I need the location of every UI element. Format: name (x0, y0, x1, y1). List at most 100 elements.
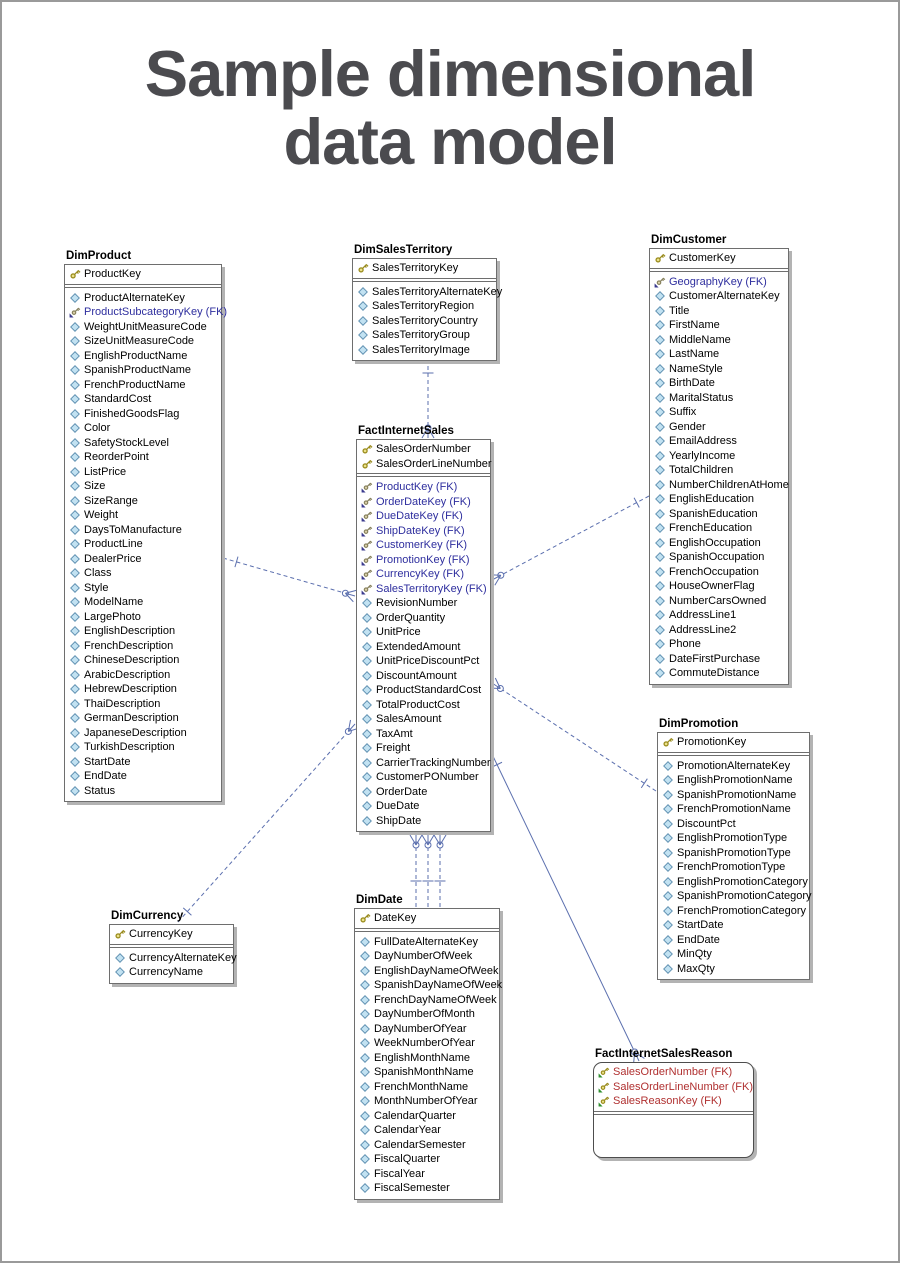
field-row[interactable]: EnglishPromotionCategory (658, 875, 809, 890)
field-row[interactable]: ThaiDescription (65, 697, 221, 712)
field-row[interactable]: HebrewDescription (65, 682, 221, 697)
field-row[interactable]: WeekNumberOfYear (355, 1036, 499, 1051)
field-row[interactable]: MaritalStatus (650, 391, 788, 406)
field-row[interactable]: ProductAlternateKey (65, 291, 221, 306)
field-row[interactable]: DueDate (357, 799, 490, 814)
field-row[interactable]: DayNumberOfMonth (355, 1007, 499, 1022)
field-row[interactable]: TurkishDescription (65, 740, 221, 755)
relationship-DimDate-FactInternetSales[interactable] (421, 834, 435, 907)
field-row[interactable]: PromotionKey (658, 735, 809, 750)
field-row[interactable]: DiscountAmount (357, 669, 490, 684)
field-row[interactable]: DayNumberOfYear (355, 1022, 499, 1037)
field-row[interactable]: ProductKey (FK) (357, 480, 490, 495)
field-row[interactable]: SalesTerritoryGroup (353, 328, 496, 343)
field-row[interactable]: ProductKey (65, 267, 221, 282)
field-row[interactable]: SalesTerritoryKey (353, 261, 496, 276)
field-row[interactable]: SalesTerritoryKey (FK) (357, 582, 490, 597)
field-row[interactable]: Suffix (650, 405, 788, 420)
field-row[interactable]: ReorderPoint (65, 450, 221, 465)
field-row[interactable]: GermanDescription (65, 711, 221, 726)
field-row[interactable]: EnglishOccupation (650, 536, 788, 551)
field-row[interactable]: TotalChildren (650, 463, 788, 478)
field-row[interactable]: ShipDate (357, 814, 490, 829)
field-row[interactable]: SpanishMonthName (355, 1065, 499, 1080)
field-row[interactable]: ProductSubcategoryKey (FK) (65, 305, 227, 320)
field-row[interactable]: BirthDate (650, 376, 788, 391)
field-row[interactable]: FrenchPromotionType (658, 860, 809, 875)
field-row[interactable]: ChineseDescription (65, 653, 221, 668)
field-row[interactable]: FiscalQuarter (355, 1152, 499, 1167)
field-row[interactable]: FrenchProductName (65, 378, 221, 393)
field-row[interactable]: SalesTerritoryAlternateKey (353, 285, 502, 300)
field-row[interactable]: DealerPrice (65, 552, 221, 567)
field-row[interactable]: DiscountPct (658, 817, 809, 832)
field-row[interactable]: Freight (357, 741, 490, 756)
field-row[interactable]: CalendarQuarter (355, 1109, 499, 1124)
field-row[interactable]: SalesTerritoryRegion (353, 299, 496, 314)
field-row[interactable]: TotalProductCost (357, 698, 490, 713)
field-row[interactable]: UnitPrice (357, 625, 490, 640)
field-row[interactable]: NameStyle (650, 362, 788, 377)
field-row[interactable]: ExtendedAmount (357, 640, 490, 655)
field-row[interactable]: CalendarSemester (355, 1138, 499, 1153)
field-row[interactable]: MiddleName (650, 333, 788, 348)
field-row[interactable]: CarrierTrackingNumber (357, 756, 491, 771)
field-row[interactable]: SpanishPromotionCategory (658, 889, 812, 904)
field-row[interactable]: SpanishPromotionName (658, 788, 809, 803)
field-row[interactable]: JapaneseDescription (65, 726, 221, 741)
field-row[interactable]: SalesTerritoryImage (353, 343, 496, 358)
field-row[interactable]: ShipDateKey (FK) (357, 524, 490, 539)
field-row[interactable]: FrenchEducation (650, 521, 788, 536)
field-row[interactable]: SpanishEducation (650, 507, 788, 522)
field-row[interactable]: GeographyKey (FK) (650, 275, 788, 290)
field-row[interactable]: Status (65, 784, 221, 799)
relationship-DimDate-FactInternetSales[interactable] (433, 834, 447, 907)
field-row[interactable]: Phone (650, 637, 788, 652)
field-row[interactable]: OrderQuantity (357, 611, 490, 626)
field-row[interactable]: ListPrice (65, 465, 221, 480)
field-row[interactable]: CommuteDistance (650, 666, 788, 681)
field-row[interactable]: FullDateAlternateKey (355, 935, 499, 950)
field-row[interactable]: MinQty (658, 947, 809, 962)
field-row[interactable]: FiscalSemester (355, 1181, 499, 1196)
relationship-DimPromotion-FactInternetSales[interactable] (488, 677, 657, 792)
field-row[interactable]: DayNumberOfWeek (355, 949, 499, 964)
field-row[interactable]: Size (65, 479, 221, 494)
field-row[interactable]: CurrencyKey (110, 927, 233, 942)
field-row[interactable]: AddressLine1 (650, 608, 788, 623)
field-row[interactable]: EndDate (65, 769, 221, 784)
field-row[interactable]: DueDateKey (FK) (357, 509, 490, 524)
field-row[interactable]: CalendarYear (355, 1123, 499, 1138)
field-row[interactable]: MonthNumberOfYear (355, 1094, 499, 1109)
field-row[interactable]: SizeUnitMeasureCode (65, 334, 221, 349)
relationship-DimCustomer-FactInternetSales[interactable] (489, 495, 650, 586)
field-row[interactable]: Weight (65, 508, 221, 523)
field-row[interactable]: FrenchPromotionCategory (658, 904, 809, 919)
field-row[interactable]: HouseOwnerFlag (650, 579, 788, 594)
field-row[interactable]: FrenchPromotionName (658, 802, 809, 817)
field-row[interactable]: NumberCarsOwned (650, 594, 788, 609)
field-row[interactable]: SpanishPromotionType (658, 846, 809, 861)
field-row[interactable]: Style (65, 581, 221, 596)
field-row[interactable]: SalesReasonKey (FK) (594, 1094, 753, 1109)
field-row[interactable]: FrenchDescription (65, 639, 221, 654)
field-row[interactable]: NumberChildrenAtHome (650, 478, 789, 493)
field-row[interactable]: EnglishMonthName (355, 1051, 499, 1066)
field-row[interactable]: EnglishDescription (65, 624, 221, 639)
field-row[interactable]: WeightUnitMeasureCode (65, 320, 221, 335)
field-row[interactable]: CustomerKey (650, 251, 788, 266)
field-row[interactable]: SpanishProductName (65, 363, 221, 378)
field-row[interactable]: CurrencyName (110, 965, 233, 980)
field-row[interactable]: DateKey (355, 911, 499, 926)
field-row[interactable]: SpanishDayNameOfWeek (355, 978, 502, 993)
field-row[interactable]: SalesAmount (357, 712, 490, 727)
field-row[interactable]: DaysToManufacture (65, 523, 221, 538)
relationship-DimDate-FactInternetSales[interactable] (409, 834, 423, 907)
field-row[interactable]: Color (65, 421, 221, 436)
field-row[interactable]: RevisionNumber (357, 596, 490, 611)
